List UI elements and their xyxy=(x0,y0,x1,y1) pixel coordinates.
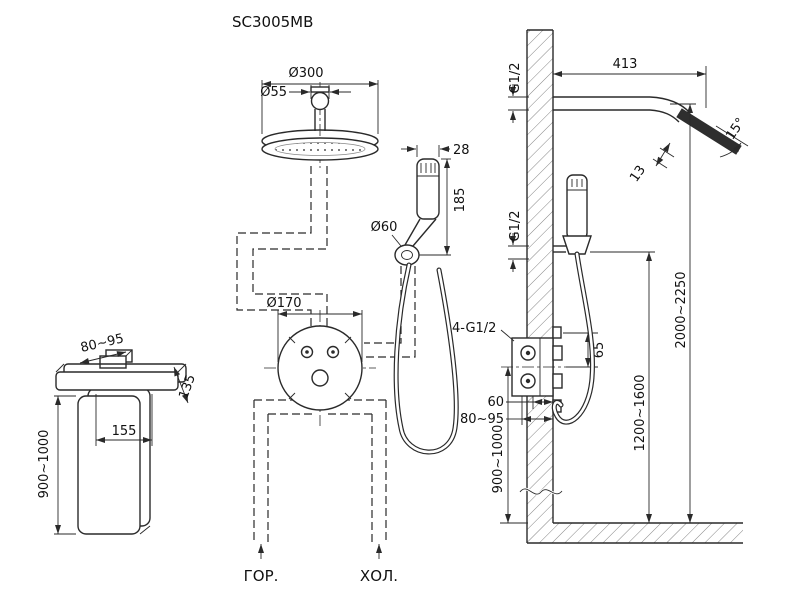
dim-group-head-height: 2000~2250 xyxy=(670,103,696,523)
dim-port-offset: 65 xyxy=(592,342,607,359)
head-flange xyxy=(310,86,330,93)
dim-head-height: 2000~2250 xyxy=(674,271,689,348)
ball-joint xyxy=(310,91,330,111)
rain-shower-head xyxy=(261,82,379,168)
dim-holder-height: 1200~1600 xyxy=(633,374,648,451)
hand-shower-hose xyxy=(393,262,459,455)
tilted-head xyxy=(676,108,742,155)
dim-group-valve-height: 900~1000 xyxy=(37,395,76,535)
spray-face xyxy=(274,142,366,156)
dim-valve-depth: 80~95 xyxy=(79,331,125,356)
valve-port-bottom xyxy=(520,373,536,389)
dim-connections-label: 4-G1/2 xyxy=(452,321,496,336)
dim-group-valve-mount-height: 900~1000 xyxy=(491,367,528,524)
dim-head-thickness: 13 xyxy=(627,163,649,185)
dim-group-arm-thread: G1/2 xyxy=(508,63,529,123)
wall-section xyxy=(518,29,743,544)
dim-depth-min: 60 xyxy=(487,395,504,410)
hand-shower-body xyxy=(416,158,440,220)
dim-depth-range: 80~95 xyxy=(460,412,504,427)
dim-group-holder-height: 1200~1600 xyxy=(590,251,655,523)
trim-knob-top xyxy=(552,345,563,361)
floor-hatch xyxy=(553,523,743,543)
dim-head-diameter: Ø300 xyxy=(288,66,323,81)
dim-handshower-length: 185 xyxy=(453,188,468,213)
dim-valve-top: 135 xyxy=(176,373,199,401)
dim-valve-height: 900~1000 xyxy=(37,430,52,499)
dim-group-head-thickness: 13 xyxy=(627,142,675,185)
trim-knob-bottom xyxy=(552,373,563,389)
dim-outlet-diameter: Ø60 xyxy=(371,220,398,235)
dim-group-ball-diameter: Ø55 xyxy=(260,85,351,100)
dim-plate-diameter: Ø170 xyxy=(266,296,301,311)
mixer-trim-plate xyxy=(264,310,376,426)
dim-group-head-diameter: Ø300 xyxy=(261,66,379,134)
dim-arm-thread: G1/2 xyxy=(508,63,523,94)
diverter-knob xyxy=(311,369,329,387)
dim-group-arm-length: 413 xyxy=(553,57,707,108)
wall-hand-shower xyxy=(551,174,595,425)
dim-group-outlet-diameter: Ø60 xyxy=(371,220,402,247)
dim-group-embed-depth: 60 80~95 xyxy=(460,395,553,427)
handle-left xyxy=(300,345,314,359)
dim-valve-width: 155 xyxy=(112,424,137,439)
dim-group-valve-width: 155 xyxy=(95,394,153,446)
dim-group-holder-thread: G1/2 xyxy=(508,211,529,272)
dim-handshower-width: 28 xyxy=(453,143,470,158)
cold-supply-label: ХОЛ. xyxy=(360,567,398,585)
wall-hatch xyxy=(527,30,553,543)
dim-group-connections: 4-G1/2 xyxy=(452,321,515,342)
shower-front-view: Ø300 Ø55 xyxy=(236,66,470,585)
valve-crossbar-front xyxy=(55,371,179,391)
wall-outlet xyxy=(394,244,420,266)
dim-group-hand-length: 185 xyxy=(419,158,468,256)
concealed-valve xyxy=(501,326,566,413)
shower-arm-assembly xyxy=(553,96,742,155)
wall-break-symbol xyxy=(519,488,563,495)
dim-valve-mount-height: 900~1000 xyxy=(491,425,506,494)
valve-side-view: 80~95 135 155 900~1000 xyxy=(37,331,199,535)
shower-holder xyxy=(562,235,592,255)
valve-step-front xyxy=(99,355,127,369)
drawing-title: SC3005MB xyxy=(232,13,313,31)
trim-plate xyxy=(277,325,363,411)
dim-ball-diameter: Ø55 xyxy=(260,85,287,100)
dim-arm-length: 413 xyxy=(613,57,638,72)
dim-group-port-offset: 65 xyxy=(563,332,607,368)
handle-right xyxy=(326,345,340,359)
installation-side-view: G1/2 413 15° 13 G1/2 xyxy=(452,29,749,544)
dim-group-plate-diameter: Ø170 xyxy=(266,296,363,362)
dim-holder-thread: G1/2 xyxy=(508,211,523,242)
valve-port-top xyxy=(520,345,536,361)
hot-supply-label: ГОР. xyxy=(244,567,279,585)
upper-outlet-stub xyxy=(552,326,562,339)
supply-arrows: ГОР. ХОЛ. xyxy=(244,544,398,585)
valve-body-front xyxy=(77,395,141,535)
dim-group-hand-width: 28 xyxy=(401,143,470,158)
